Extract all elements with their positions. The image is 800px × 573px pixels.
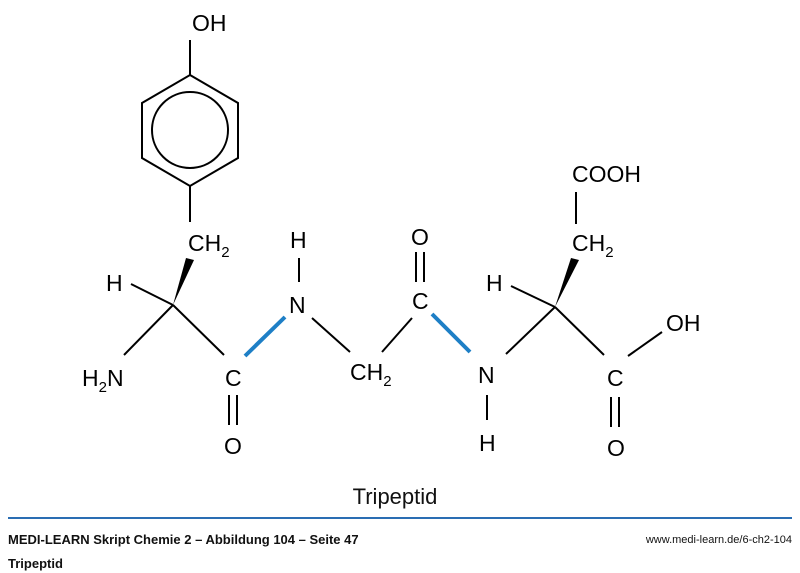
bond [510, 285, 556, 308]
bond [627, 331, 663, 357]
bond [311, 317, 351, 353]
atom-ch2-gly: CH2 [350, 359, 392, 390]
bond [505, 306, 556, 355]
atom-o2: O [411, 224, 429, 250]
atom-o1: O [224, 433, 242, 459]
bond [172, 304, 225, 356]
atom-cooh: COOH [572, 161, 641, 187]
atom-oh-top: OH [192, 10, 227, 36]
atom-c3: C [607, 365, 624, 391]
atom-n1: N [289, 292, 306, 318]
footer-divider [8, 517, 792, 519]
atom-ch2-tyr: CH2 [188, 230, 230, 261]
bond [381, 317, 413, 353]
atom-h-n2: H [479, 430, 496, 456]
footer-source: MEDI-LEARN Skript Chemie 2 – Abbildung 1… [8, 532, 359, 547]
atom-n2: N [478, 362, 495, 388]
atom-h2n: H2N [82, 365, 124, 396]
wedge-bond [173, 258, 194, 305]
atom-h-alpha1: H [106, 270, 123, 296]
footer-title: Tripeptid [8, 556, 63, 571]
bond [123, 304, 174, 356]
aromatic-circle [151, 91, 229, 169]
atom-ch2-asp: CH2 [572, 230, 614, 261]
bond [130, 283, 174, 306]
wedge-bond [555, 258, 579, 307]
atom-c2: C [412, 288, 429, 314]
atom-h-alpha2: H [486, 270, 503, 296]
atom-oh-c3: OH [666, 310, 701, 336]
diagram-caption: Tripeptid [352, 484, 438, 509]
footer-url[interactable]: www.medi-learn.de/6-ch2-104 [645, 534, 792, 546]
peptide-bond-2 [430, 312, 472, 354]
bond [554, 306, 605, 356]
peptide-bond-1 [243, 315, 287, 358]
atom-c1: C [225, 365, 242, 391]
atom-o3: O [607, 435, 625, 461]
atom-h-n1: H [290, 227, 307, 253]
